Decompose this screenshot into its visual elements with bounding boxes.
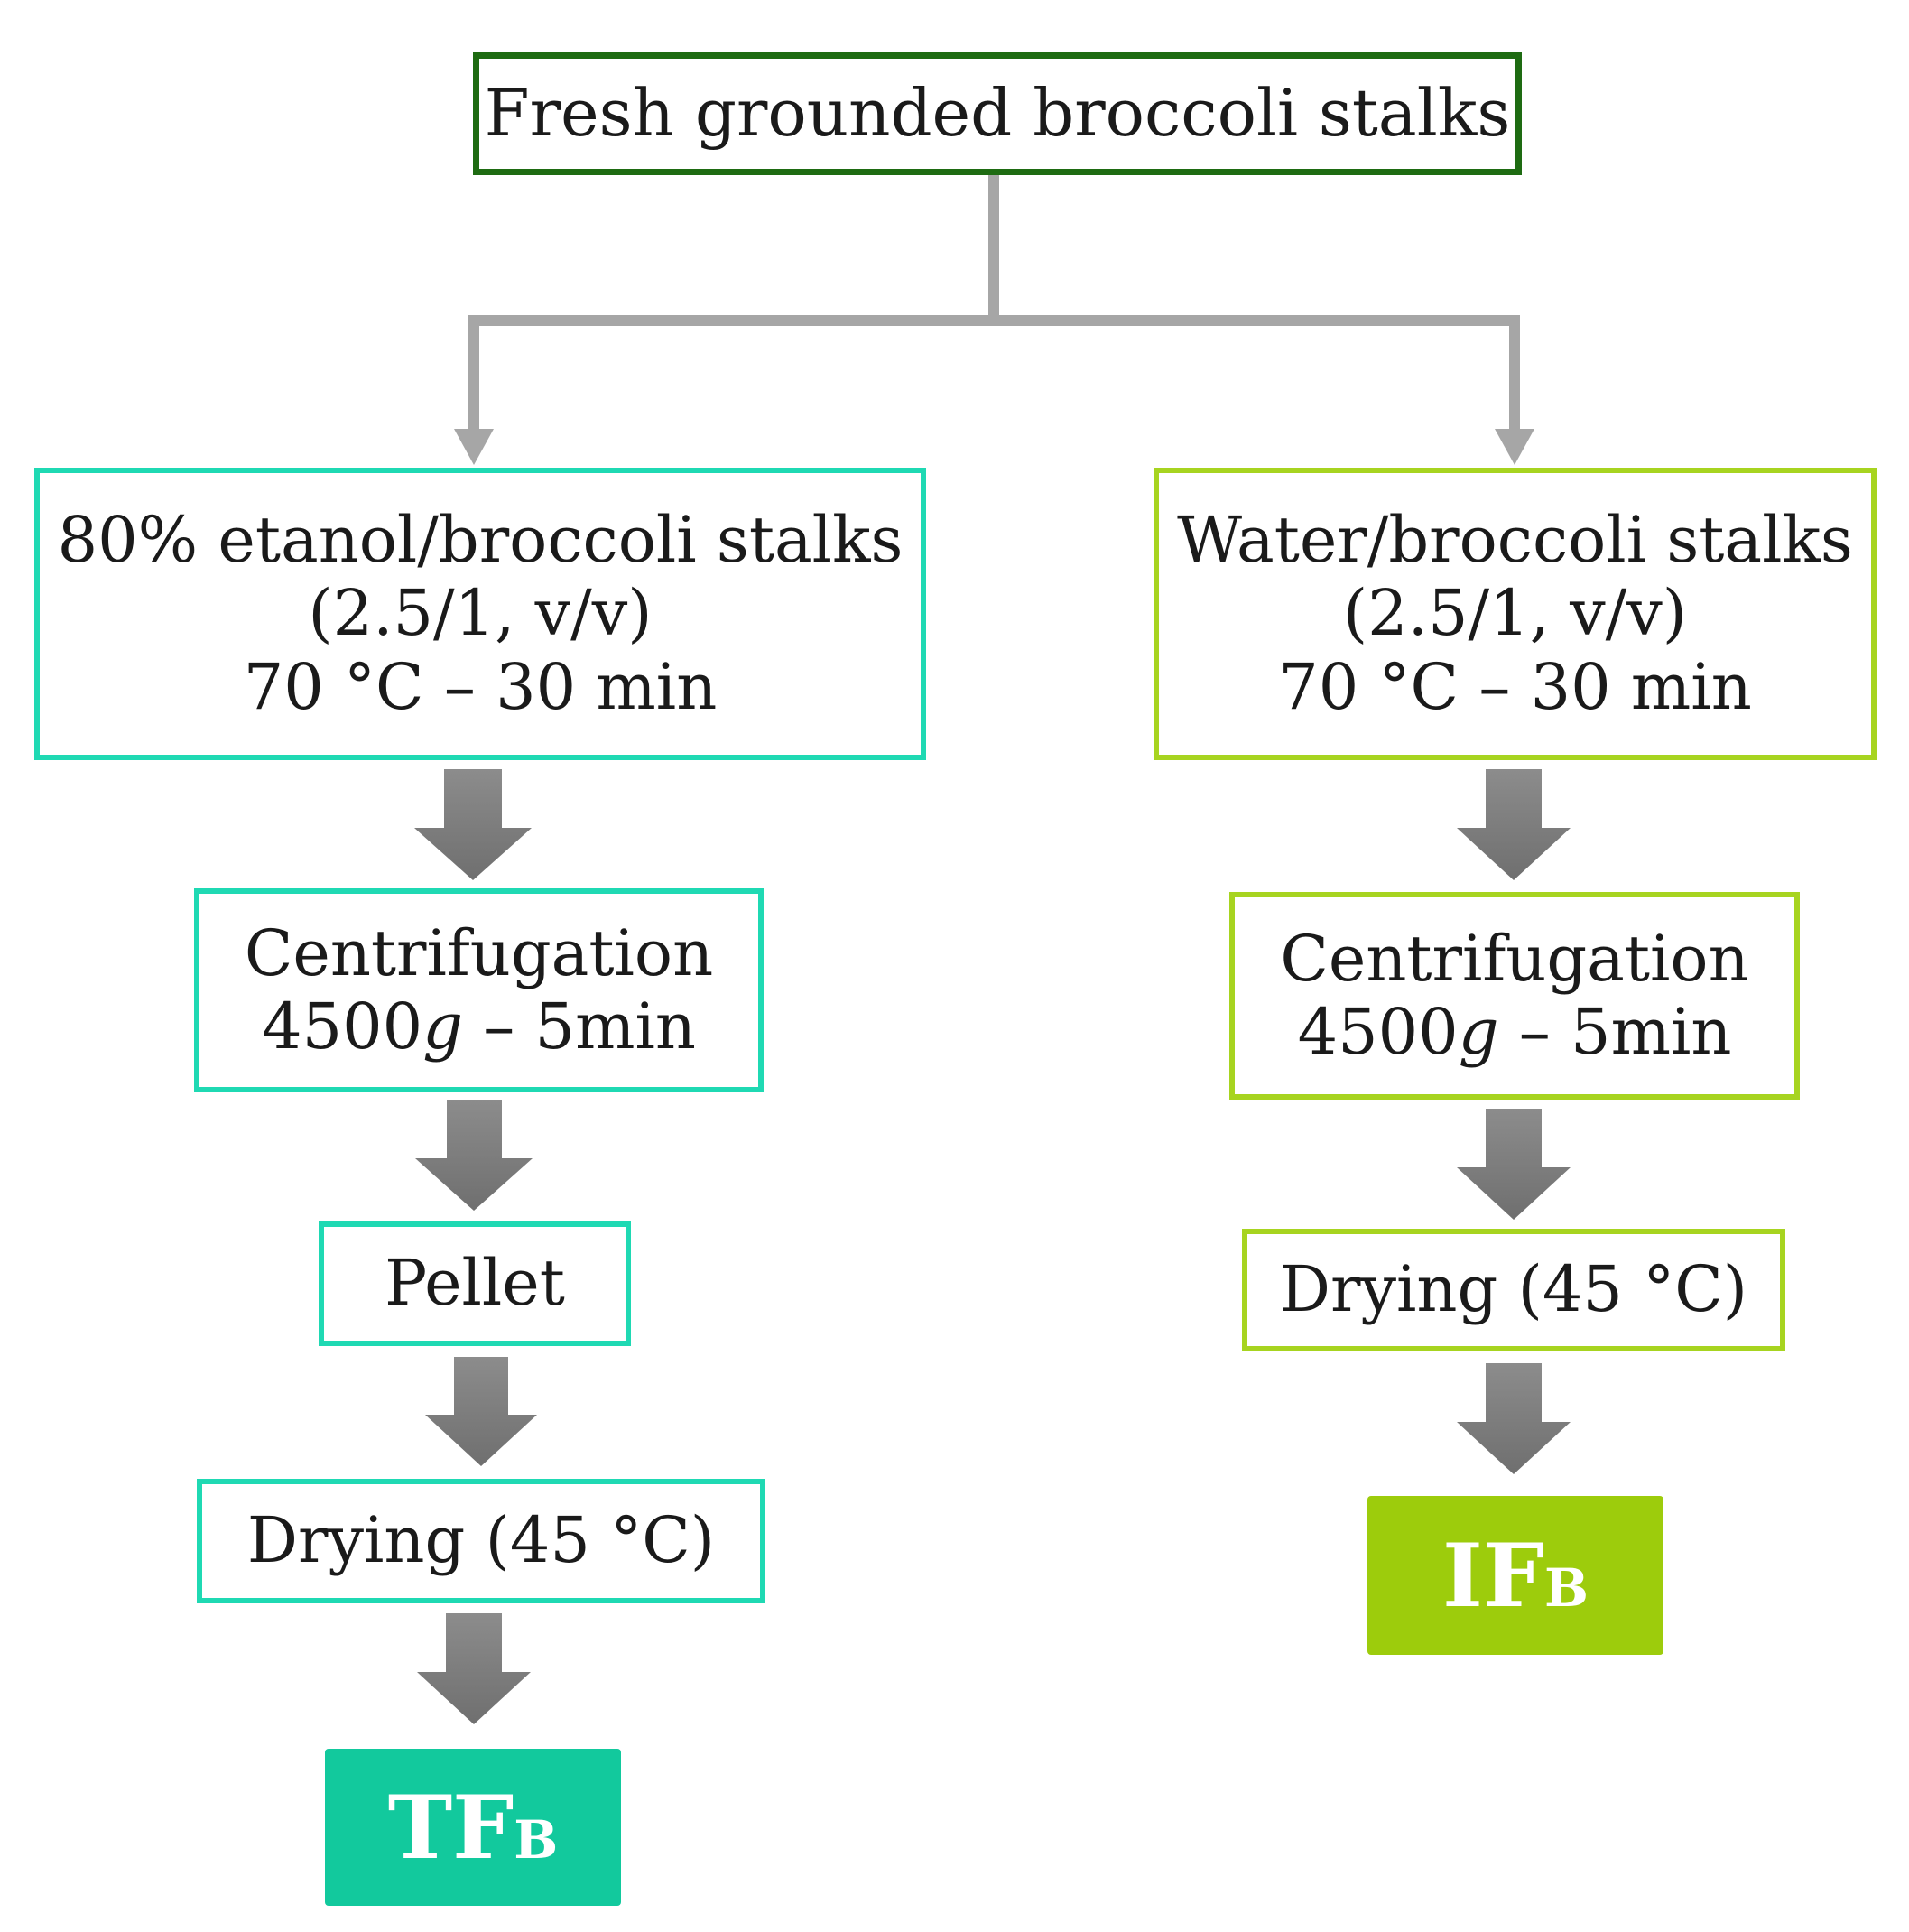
node-label-line2: 4500g – 5min: [262, 989, 696, 1064]
node-label: Pellet: [385, 1246, 565, 1321]
node-label-line2: 4500g – 5min: [1297, 995, 1732, 1069]
node-label-line3: 70 °C – 30 min: [1278, 649, 1752, 724]
centrifuge-g-unit: g: [1458, 995, 1499, 1069]
node-label-line3: 70 °C – 30 min: [243, 649, 718, 724]
node-label-line1: Water/broccoli stalks: [1177, 503, 1853, 578]
node-right-centrifugation: Centrifugation 4500g – 5min: [1229, 892, 1800, 1100]
node-label-line1: 80% etanol/broccoli stalks: [57, 503, 904, 578]
product-label-main: IF: [1441, 1524, 1545, 1627]
split-arrowhead-right: [1495, 429, 1534, 465]
node-label: Drying (45 °C): [1279, 1252, 1748, 1327]
centrifuge-g-unit: g: [422, 989, 464, 1064]
right-flow-arrow-2: [1457, 1109, 1571, 1220]
node-left-drying: Drying (45 °C): [197, 1479, 765, 1603]
node-label-line1: Centrifugation: [1280, 921, 1749, 996]
node-ethanol-extraction: 80% etanol/broccoli stalks (2.5/1, v/v) …: [34, 468, 926, 760]
node-right-drying: Drying (45 °C): [1242, 1229, 1785, 1351]
node-water-extraction: Water/broccoli stalks (2.5/1, v/v) 70 °C…: [1154, 468, 1877, 760]
right-flow-arrow-3: [1457, 1363, 1571, 1474]
node-pellet: Pellet: [319, 1221, 631, 1346]
split-connector: [468, 173, 1520, 433]
node-label: Fresh grounded broccoli stalks: [484, 75, 1511, 152]
left-flow-arrow-4: [417, 1613, 531, 1724]
left-flow-arrow-3: [425, 1357, 537, 1466]
left-flow-arrow-1: [414, 769, 532, 880]
centrifuge-speed-value: 4500: [1297, 995, 1459, 1069]
split-arrowhead-left: [454, 429, 494, 465]
node-left-centrifugation: Centrifugation 4500g – 5min: [194, 888, 764, 1092]
product-label-main: TF: [387, 1776, 514, 1879]
product-label-sub: B: [1544, 1557, 1589, 1619]
left-flow-arrow-2: [415, 1100, 533, 1211]
centrifuge-time: – 5min: [1498, 995, 1732, 1069]
centrifuge-speed-value: 4500: [262, 989, 423, 1064]
right-flow-arrow-1: [1457, 769, 1571, 880]
node-label: Drying (45 °C): [246, 1503, 716, 1578]
product-label-sub: B: [514, 1809, 559, 1871]
node-fresh-broccoli-stalks: Fresh grounded broccoli stalks: [473, 52, 1522, 175]
node-label-line2: (2.5/1, v/v): [1342, 576, 1688, 651]
node-label-line1: Centrifugation: [244, 915, 714, 990]
centrifuge-time: – 5min: [463, 989, 696, 1064]
node-label-line2: (2.5/1, v/v): [308, 576, 653, 651]
